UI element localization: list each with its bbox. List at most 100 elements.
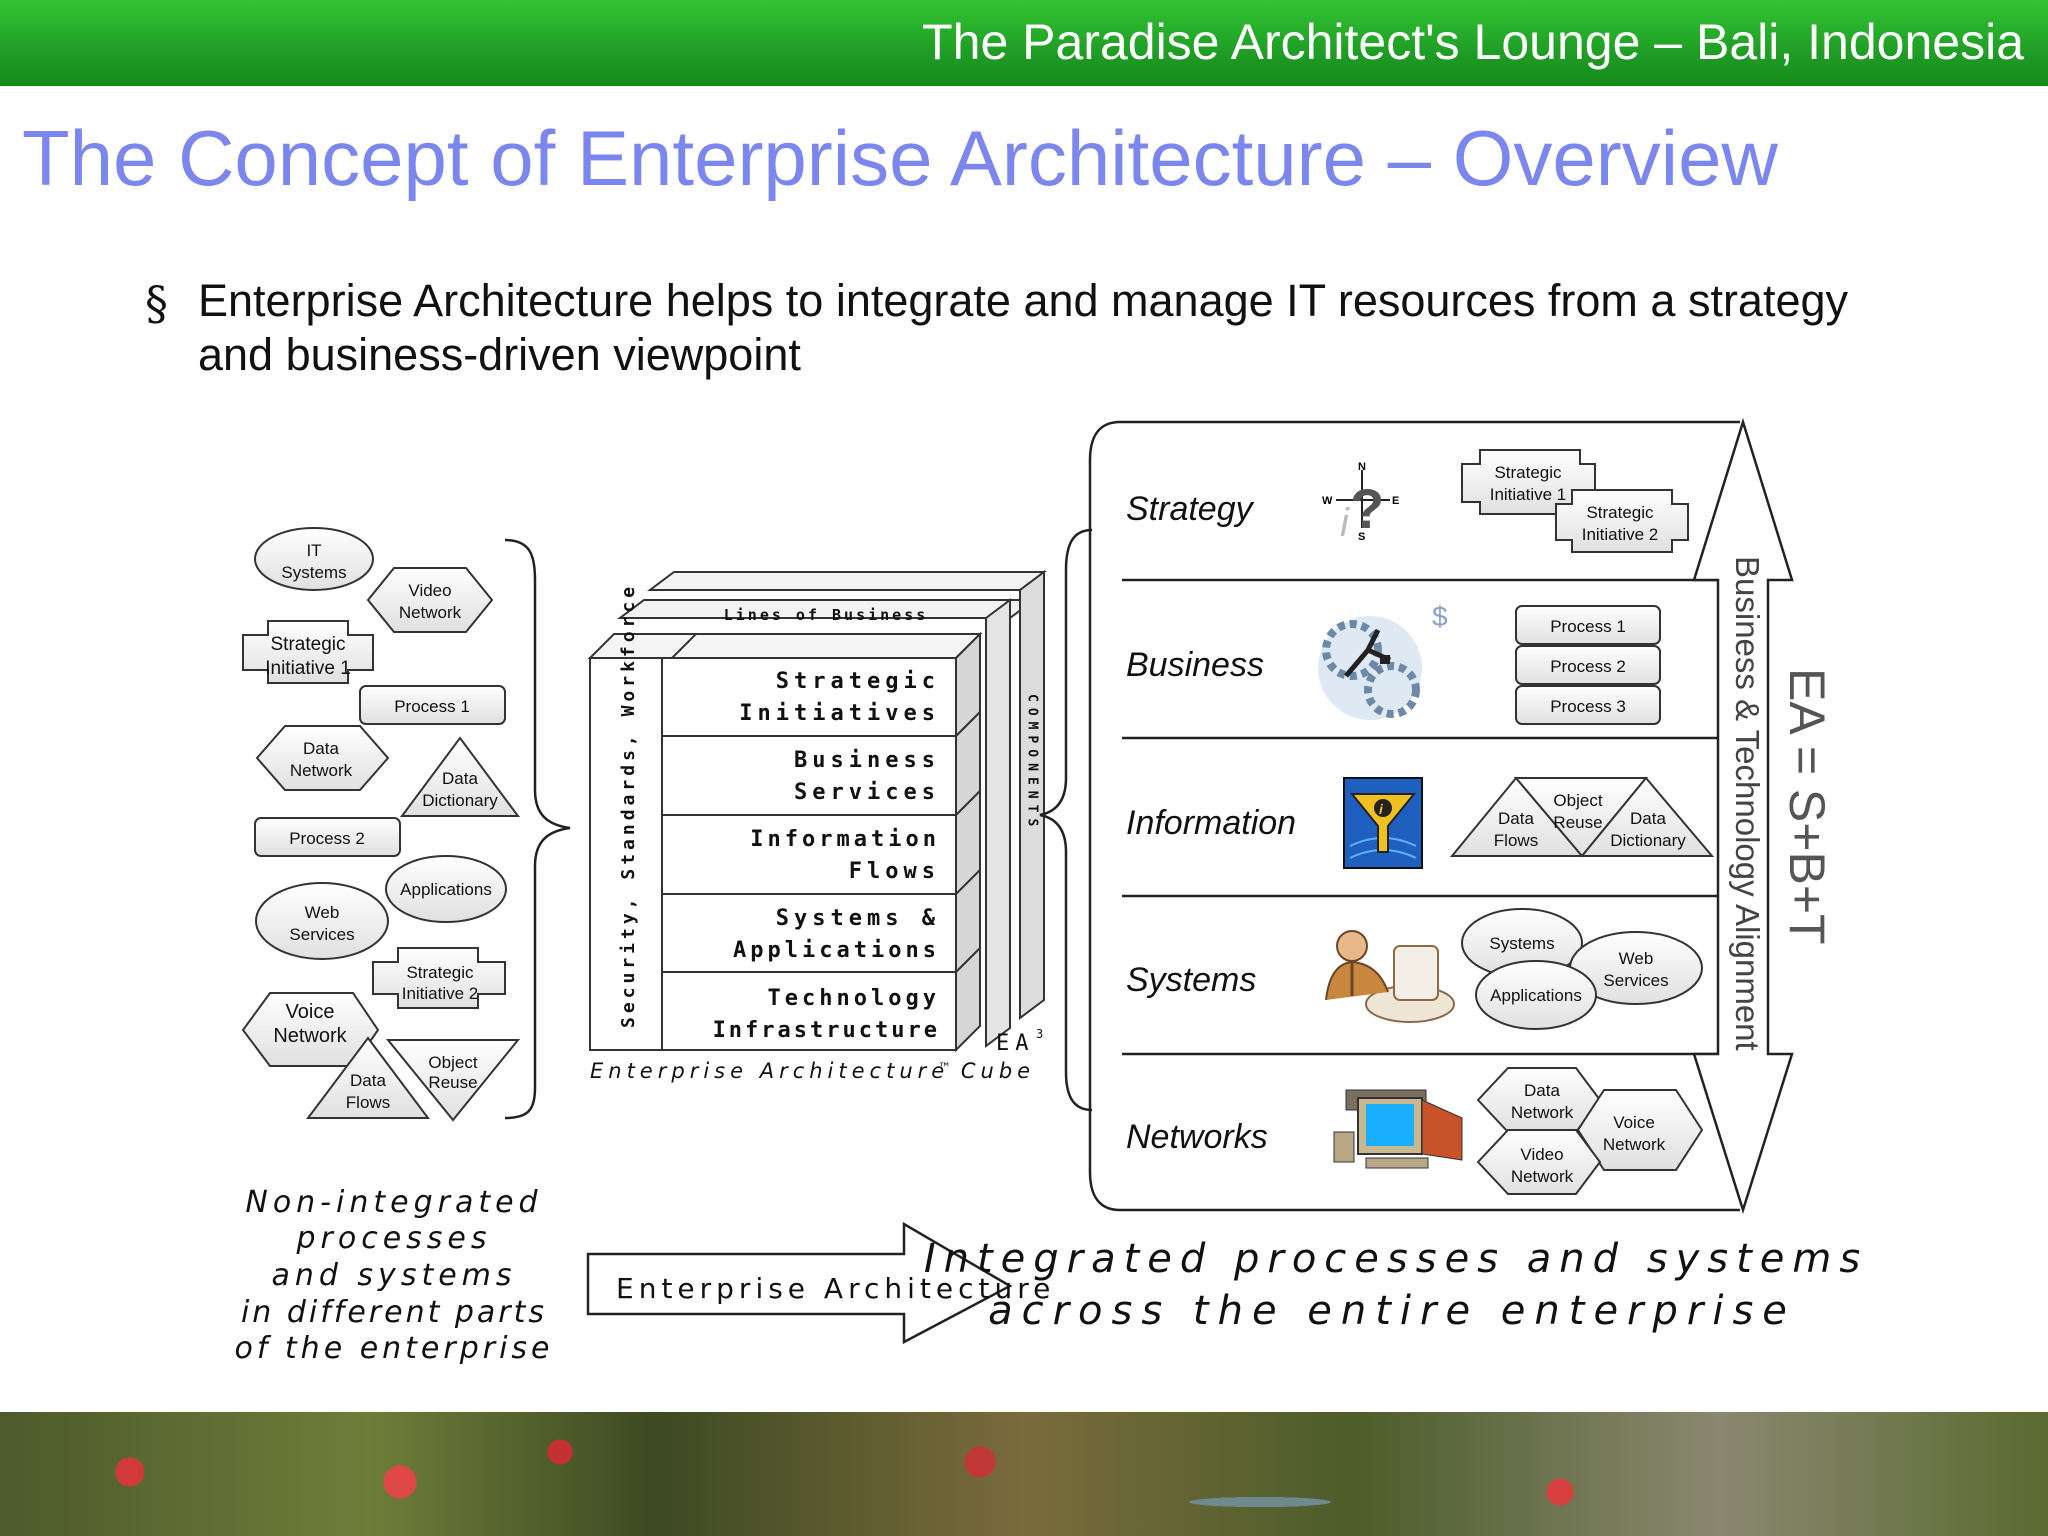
question-mark-glyph: ? (1350, 477, 1384, 540)
right-caption-line-2: across the entire enterprise (988, 1288, 1796, 1334)
label-web-services: Web (305, 903, 340, 922)
label-data-dictionary: Data (442, 769, 478, 788)
business-gears-icon (1318, 616, 1422, 720)
info-data-flows-label: Data (1498, 809, 1534, 828)
left-caption: Non-integrated processes and systems in … (234, 1185, 549, 1366)
info-data-flows-label-2: Flows (1494, 831, 1538, 850)
label-strategic-2: Strategic (406, 963, 474, 982)
systems-person-icon (1325, 930, 1455, 1023)
ea-cube (587, 570, 1047, 1053)
data-network-label: Data (1524, 1081, 1560, 1100)
business-process-3-box (1515, 685, 1661, 725)
cube-layer-1-line-1: Strategic (776, 669, 940, 694)
middle-brace (1039, 528, 1093, 1112)
label-data-dictionary-2: Dictionary (422, 791, 498, 810)
compass-info-glyph: i (1340, 501, 1350, 545)
data-network-hexagon-right (1476, 1067, 1602, 1133)
left-caption-line-2: processes (295, 1221, 491, 1256)
cube-layer-5-line-2: Infrastructure (713, 1018, 940, 1043)
compass-s: S (1358, 531, 1365, 543)
right-panel (1088, 417, 1794, 1215)
ea-formula: EA = S+B+T (1779, 668, 1835, 945)
video-network-label: Video (1520, 1145, 1563, 1164)
bullet-marker: § (145, 276, 168, 330)
label-web-services-2: Services (289, 925, 354, 944)
label-it-systems-2: Systems (281, 563, 346, 582)
ea-diagram: IT Systems Video Network Strategic Initi… (234, 417, 1868, 1366)
row-label-strategy: Strategy (1126, 490, 1255, 528)
web-services-label-2: Services (1603, 971, 1668, 990)
cube-layer-1-line-2: Initiatives (739, 701, 940, 726)
row-label-networks: Networks (1126, 1118, 1268, 1156)
alignment-double-arrow (1692, 417, 1794, 1215)
cube-layer-2-line-1: Business (794, 748, 940, 773)
label-data-flows-2: Flows (346, 1093, 390, 1112)
data-flows-triangle (306, 1036, 430, 1119)
strategic-initiative-1-shape (242, 620, 374, 684)
bullet-text: Enterprise Architecture helps to integra… (198, 275, 1849, 380)
compass-w: W (1322, 495, 1333, 507)
slide-title: The Concept of Enterprise Architecture –… (22, 114, 1778, 202)
label-data-network: Data (303, 739, 339, 758)
strategic-initiative-2-shape (372, 947, 506, 1009)
row-label-information: Information (1126, 804, 1296, 842)
data-network-label-2: Network (1511, 1103, 1574, 1122)
web-services-ellipse (255, 882, 389, 960)
applications-label: Applications (1490, 986, 1582, 1005)
cube-ea3-label: EA (996, 1031, 1035, 1056)
business-process-2-box (1515, 645, 1661, 685)
label-object-reuse-2: Reuse (428, 1073, 477, 1092)
label-strategic-2-2: Initiative 2 (402, 984, 479, 1003)
cube-top-label: Lines of Business (724, 606, 929, 624)
compass-icon: ? i N S E W (1322, 461, 1399, 545)
applications-ellipse-right (1475, 960, 1597, 1030)
row-label-business: Business (1126, 646, 1264, 684)
applications-ellipse (385, 855, 507, 923)
label-data-flows: Data (350, 1071, 386, 1090)
label-process-1: Process 1 (394, 697, 470, 716)
label-strategic-1: Strategic (271, 634, 346, 655)
information-triangles (1449, 776, 1715, 858)
systems-label: Systems (1489, 934, 1554, 953)
label-voice-network-2: Network (273, 1025, 347, 1047)
cube-layer-4-line-2: Applications (733, 938, 940, 963)
voice-network-label: Voice (1613, 1113, 1655, 1132)
cube-top-divider (671, 633, 697, 659)
object-reuse-triangle (385, 1039, 521, 1122)
header-bar: The Paradise Architect's Lounge – Bali, … (0, 0, 2048, 86)
web-services-label: Web (1619, 949, 1654, 968)
enterprise-architecture-arrow (586, 1221, 1013, 1345)
business-process-2-label: Process 2 (1550, 657, 1626, 676)
compass-n: N (1358, 461, 1366, 473)
cube-right-side-back (1019, 570, 1045, 1020)
voice-network-label-2: Network (1603, 1135, 1666, 1154)
strategy-initiative-1-label-2: Initiative 1 (1490, 485, 1567, 504)
label-data-network-2: Network (290, 761, 353, 780)
strategy-initiative-2-label: Strategic (1586, 503, 1654, 522)
strategy-initiative-2-label-2: Initiative 2 (1582, 525, 1659, 544)
info-glyph: i (1379, 801, 1384, 817)
business-process-boxes (1515, 605, 1661, 725)
row-labels: Strategy Business Information Systems Ne… (1126, 490, 1296, 1156)
label-it-systems: IT (306, 541, 321, 560)
arrow-label: Enterprise Architecture (616, 1272, 1055, 1305)
left-caption-line-3: and systems (271, 1258, 516, 1293)
cube-side-label: Security, Standards, Workforce (618, 583, 639, 1028)
information-funnel-icon: i (1343, 777, 1423, 869)
info-data-dictionary-triangle (1579, 776, 1715, 857)
process-2-box (254, 817, 401, 857)
dollar-sign: $ (1432, 601, 1448, 632)
cube-components-label: COMPONENTS (1025, 694, 1040, 832)
cube-base-label: Enterprise Architecture Cube (590, 1059, 1035, 1083)
left-caption-line-1: Non-integrated (245, 1185, 542, 1220)
label-video-network: Video (408, 581, 451, 600)
cube-labels: Lines of Business Security, Standards, W… (590, 583, 1043, 1083)
label-object-reuse: Object (428, 1053, 477, 1072)
left-caption-line-4: in different parts (241, 1295, 547, 1330)
label-voice-network: Voice (286, 1001, 335, 1023)
right-caption-line-1: Integrated processes and systems (924, 1236, 1868, 1282)
right-caption: Integrated processes and systems across … (924, 1236, 1868, 1334)
alignment-label: Business & Technology Alignment (1729, 556, 1766, 1051)
cube-side-ledge-3 (955, 869, 981, 895)
garden-photo-strip (0, 1412, 2048, 1536)
